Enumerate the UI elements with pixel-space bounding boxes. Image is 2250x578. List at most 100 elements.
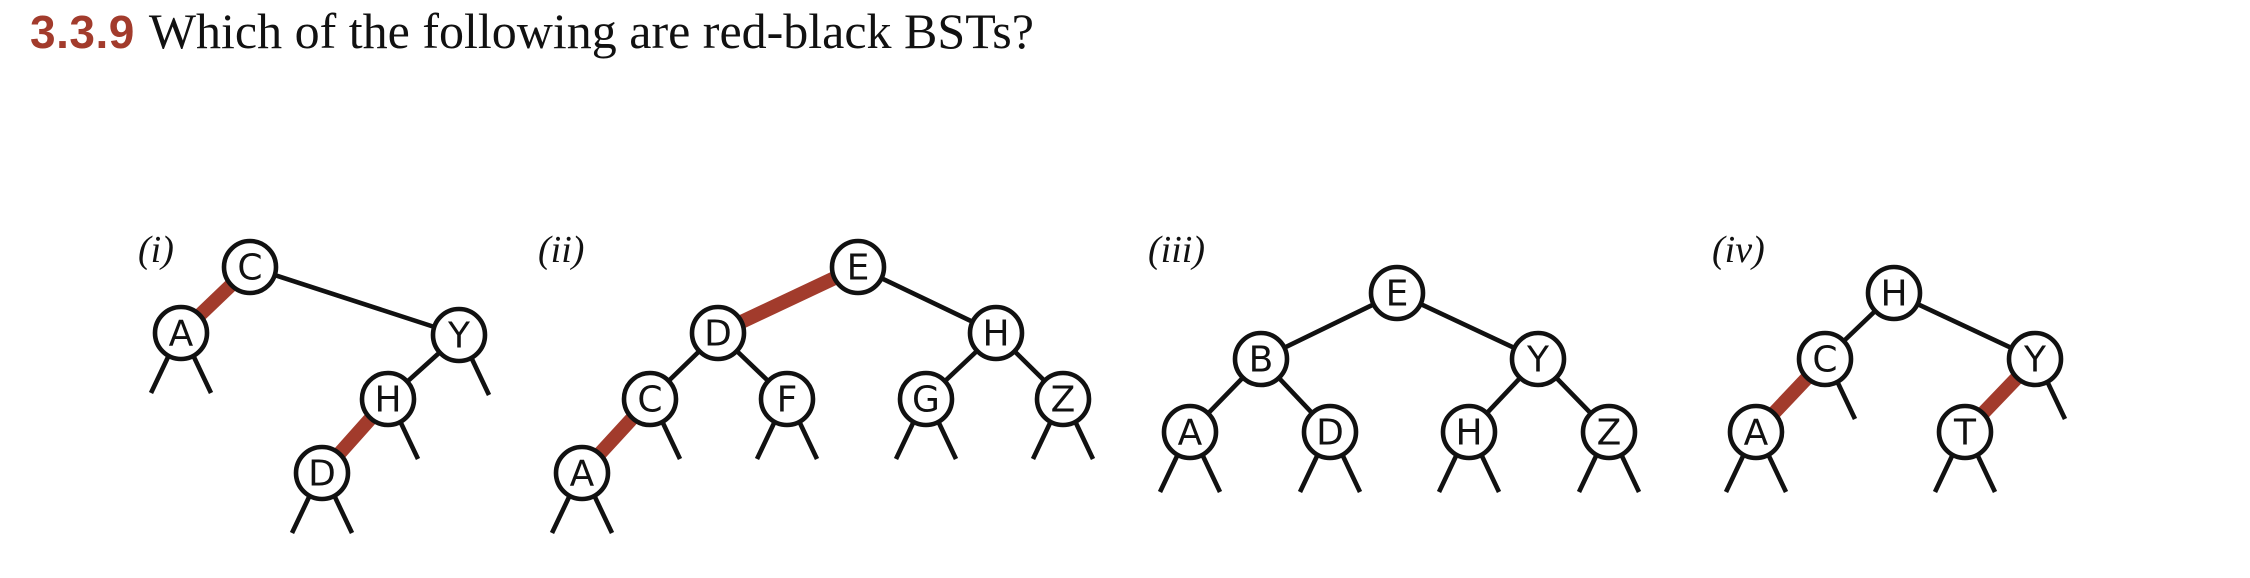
tree-node-h: H [967, 304, 1025, 362]
null-link-h-right [397, 420, 421, 460]
node-label: D [704, 314, 732, 355]
node-label: Z [1051, 380, 1076, 421]
tree-node-e: E [1368, 264, 1426, 322]
null-link-t-left [1932, 453, 1956, 493]
node-circle [897, 370, 955, 428]
node-label: Y [2023, 340, 2047, 381]
node-circle [1509, 330, 1567, 388]
question-text: Which of the following are red-black BST… [148, 3, 1034, 59]
tree-node-b: B [1232, 330, 1290, 388]
node-circle [758, 370, 816, 428]
null-link-h-right [1478, 453, 1502, 493]
tree-node-y: Y [430, 306, 488, 364]
links-layer [148, 260, 2068, 534]
null-link-a-left [549, 494, 573, 534]
null-link-a-right [1199, 453, 1223, 493]
tree-label-3: (iii) [1148, 229, 1205, 271]
tree-node-z: Z [1580, 403, 1638, 461]
node-circle [1301, 403, 1359, 461]
null-link-a-right [591, 494, 615, 534]
question-number: 3.3.9 [30, 6, 135, 58]
tree-node-g: G [897, 370, 955, 428]
node-label: Z [1597, 413, 1622, 454]
node-label: C [237, 248, 262, 289]
null-link-y-right [2044, 380, 2068, 420]
node-circle [1796, 330, 1854, 388]
node-circle [1580, 403, 1638, 461]
node-circle [689, 304, 747, 362]
node-circle [1727, 403, 1785, 461]
tree-node-a: A [1161, 403, 1219, 461]
node-label: H [982, 314, 1009, 355]
node-label: E [1386, 274, 1409, 315]
null-link-f-right [796, 420, 820, 460]
tree-node-e: E [829, 238, 887, 296]
null-link-t-right [1974, 453, 1998, 493]
null-link-a-left [1157, 453, 1181, 493]
node-label: E [847, 248, 870, 289]
tree-node-a: A [553, 444, 611, 502]
tree-node-h: H [359, 370, 417, 428]
tree-label-2: (ii) [538, 229, 584, 271]
tree-node-z: Z [1034, 370, 1092, 428]
node-circle [1368, 264, 1426, 322]
node-label: A [169, 314, 194, 355]
node-circle [1865, 264, 1923, 322]
null-link-h-left [1436, 453, 1460, 493]
node-circle [553, 444, 611, 502]
null-link-z-right [1072, 420, 1096, 460]
node-circle [967, 304, 1025, 362]
node-circle [1034, 370, 1092, 428]
null-link-d-left [1297, 453, 1321, 493]
null-link-g-left [893, 420, 917, 460]
node-label: A [1744, 413, 1769, 454]
null-link-a-left [1723, 453, 1747, 493]
tree-node-h: H [1440, 403, 1498, 461]
null-link-f-left [754, 420, 778, 460]
tree-node-d: D [293, 444, 351, 502]
null-link-d-right [331, 494, 355, 534]
node-label: H [374, 380, 401, 421]
node-label: D [308, 454, 336, 495]
null-link-a-right [190, 354, 214, 394]
node-label: A [1178, 413, 1203, 454]
node-circle [1936, 403, 1994, 461]
tree-node-y: Y [1509, 330, 1567, 388]
node-label: H [1455, 413, 1482, 454]
node-label: D [1316, 413, 1344, 454]
null-link-c-right [1834, 380, 1858, 420]
node-circle [293, 444, 351, 502]
node-label: G [912, 380, 940, 421]
tree-node-a: A [1727, 403, 1785, 461]
tree-label-4: (iv) [1712, 229, 1765, 271]
node-label: Y [447, 316, 471, 357]
tree-node-c: C [221, 238, 279, 296]
tree-node-t: T [1936, 403, 1994, 461]
node-label: B [1249, 340, 1274, 381]
tree-node-c: C [1796, 330, 1854, 388]
black-link-c-y [249, 264, 460, 338]
tree-node-f: F [758, 370, 816, 428]
node-circle [430, 306, 488, 364]
null-link-d-right [1339, 453, 1363, 493]
node-circle [1161, 403, 1219, 461]
null-link-z-left [1030, 420, 1054, 460]
null-link-z-left [1576, 453, 1600, 493]
null-link-y-right [468, 356, 492, 396]
null-link-z-right [1618, 453, 1642, 493]
node-label: T [1953, 413, 1977, 454]
null-link-g-right [935, 420, 959, 460]
node-circle [2006, 330, 2064, 388]
node-label: A [570, 454, 595, 495]
null-link-d-left [289, 494, 313, 534]
tree-node-d: D [1301, 403, 1359, 461]
tree-node-d: D [689, 304, 747, 362]
tree-node-a: A [152, 304, 210, 362]
node-label: F [777, 380, 798, 421]
node-label: Y [1526, 340, 1550, 381]
null-link-c-right [659, 420, 683, 460]
node-circle [829, 238, 887, 296]
